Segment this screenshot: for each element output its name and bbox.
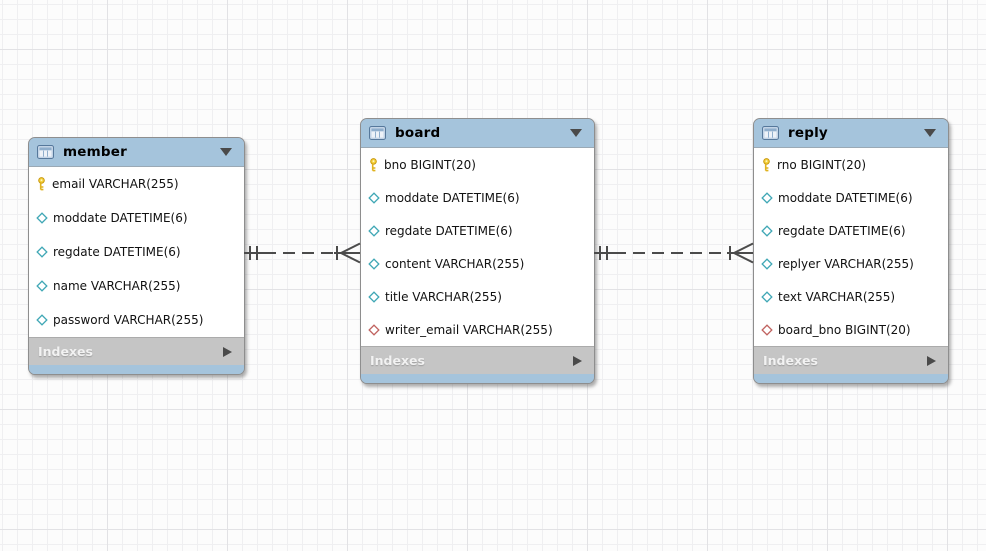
column-row-password[interactable]: password VARCHAR(255)	[29, 303, 244, 337]
table-bottom-strip	[361, 374, 594, 383]
foreign-key-diamond-icon	[761, 323, 773, 336]
attribute-diamond-icon	[36, 280, 48, 292]
attribute-diamond-icon	[368, 290, 380, 303]
column-label: board_bno BIGINT(20)	[778, 322, 911, 337]
table-board[interactable]: board bno BIGINT(20) moddate DATETIME(	[360, 118, 595, 384]
expand-arrow-icon[interactable]	[223, 346, 232, 357]
column-label: rno BIGINT(20)	[777, 157, 867, 172]
table-member[interactable]: member email VARCHAR(255) moddate DATE	[28, 137, 245, 375]
attribute-diamond-icon	[36, 314, 48, 326]
expand-arrow-icon[interactable]	[573, 355, 582, 366]
attribute-diamond-icon	[368, 191, 380, 204]
column-row-bno[interactable]: bno BIGINT(20)	[361, 148, 594, 181]
table-icon	[369, 126, 386, 140]
collapse-arrow-icon[interactable]	[220, 148, 232, 156]
table-bottom-strip	[754, 374, 948, 383]
expand-arrow-icon[interactable]	[927, 355, 936, 366]
attribute-diamond-icon	[368, 224, 380, 237]
column-row-email[interactable]: email VARCHAR(255)	[29, 167, 244, 201]
column-label: replyer VARCHAR(255)	[778, 256, 914, 271]
column-label: text VARCHAR(255)	[778, 289, 896, 304]
table-reply-columns: rno BIGINT(20) moddate DATETIME(6) regda…	[754, 147, 948, 347]
column-label: name VARCHAR(255)	[53, 279, 181, 293]
collapse-arrow-icon[interactable]	[570, 129, 582, 137]
table-title: reply	[788, 125, 828, 141]
primary-key-icon	[36, 177, 47, 191]
relationship-board-reply[interactable]	[594, 239, 754, 267]
table-board-columns: bno BIGINT(20) moddate DATETIME(6) regda…	[361, 147, 594, 347]
column-row-regdate[interactable]: regdate DATETIME(6)	[754, 214, 948, 247]
column-label: writer_email VARCHAR(255)	[385, 322, 553, 337]
primary-key-icon	[761, 157, 772, 172]
column-label: moddate DATETIME(6)	[778, 190, 913, 205]
column-label: email VARCHAR(255)	[52, 177, 179, 191]
column-row-regdate[interactable]: regdate DATETIME(6)	[29, 235, 244, 269]
table-title: board	[395, 125, 441, 141]
column-row-moddate[interactable]: moddate DATETIME(6)	[361, 181, 594, 214]
table-board-indexes[interactable]: Indexes	[361, 347, 594, 374]
column-label: regdate DATETIME(6)	[778, 223, 906, 238]
column-label: title VARCHAR(255)	[385, 289, 502, 304]
table-bottom-strip	[29, 365, 244, 374]
column-row-content[interactable]: content VARCHAR(255)	[361, 247, 594, 280]
column-row-title[interactable]: title VARCHAR(255)	[361, 280, 594, 313]
column-row-rno[interactable]: rno BIGINT(20)	[754, 148, 948, 181]
column-label: moddate DATETIME(6)	[385, 190, 520, 205]
table-member-header[interactable]: member	[29, 138, 244, 166]
column-label: regdate DATETIME(6)	[385, 223, 513, 238]
column-row-board-bno[interactable]: board_bno BIGINT(20)	[754, 313, 948, 346]
primary-key-icon	[368, 157, 379, 172]
table-title: member	[63, 144, 127, 160]
table-icon	[762, 126, 779, 140]
attribute-diamond-icon	[761, 224, 773, 237]
table-reply-indexes[interactable]: Indexes	[754, 347, 948, 374]
foreign-key-diamond-icon	[368, 323, 380, 336]
table-board-header[interactable]: board	[361, 119, 594, 147]
attribute-diamond-icon	[761, 290, 773, 303]
table-reply[interactable]: reply rno BIGINT(20) moddate DATETIME(	[753, 118, 949, 384]
attribute-diamond-icon	[761, 257, 773, 270]
table-icon	[37, 145, 54, 159]
column-label: password VARCHAR(255)	[53, 313, 204, 327]
table-reply-header[interactable]: reply	[754, 119, 948, 147]
column-row-replyer[interactable]: replyer VARCHAR(255)	[754, 247, 948, 280]
column-label: content VARCHAR(255)	[385, 256, 525, 271]
column-label: regdate DATETIME(6)	[53, 245, 181, 259]
column-row-moddate[interactable]: moddate DATETIME(6)	[754, 181, 948, 214]
collapse-arrow-icon[interactable]	[924, 129, 936, 137]
indexes-label: Indexes	[370, 353, 425, 368]
table-member-indexes[interactable]: Indexes	[29, 338, 244, 365]
column-row-writer-email[interactable]: writer_email VARCHAR(255)	[361, 313, 594, 346]
attribute-diamond-icon	[761, 191, 773, 204]
column-row-text[interactable]: text VARCHAR(255)	[754, 280, 948, 313]
table-member-columns: email VARCHAR(255) moddate DATETIME(6) r…	[29, 166, 244, 338]
relationship-member-board[interactable]	[244, 239, 361, 267]
column-label: moddate DATETIME(6)	[53, 211, 188, 225]
column-label: bno BIGINT(20)	[384, 157, 476, 172]
attribute-diamond-icon	[36, 212, 48, 224]
column-row-name[interactable]: name VARCHAR(255)	[29, 269, 244, 303]
column-row-moddate[interactable]: moddate DATETIME(6)	[29, 201, 244, 235]
attribute-diamond-icon	[36, 246, 48, 258]
column-row-regdate[interactable]: regdate DATETIME(6)	[361, 214, 594, 247]
indexes-label: Indexes	[763, 353, 818, 368]
attribute-diamond-icon	[368, 257, 380, 270]
indexes-label: Indexes	[38, 344, 93, 359]
